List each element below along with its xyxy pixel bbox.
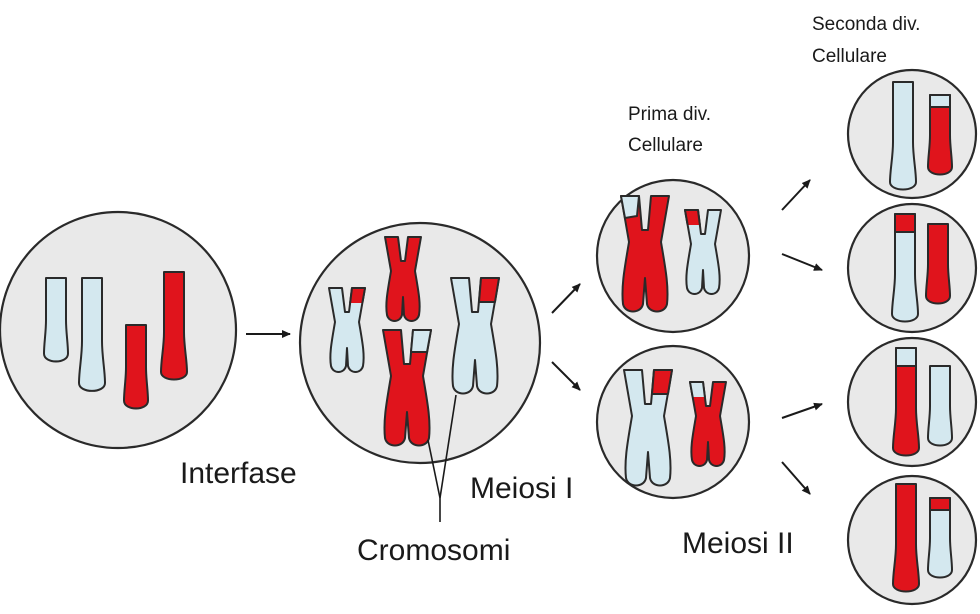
gamete-1-chromatid-red	[927, 94, 953, 176]
arrow-to-gamete-1	[781, 179, 811, 211]
meiosis-1-cell	[298, 221, 542, 522]
arrow-to-gamete-4	[781, 461, 811, 495]
gamete-cell-3	[846, 336, 978, 468]
chromosome-red-tall	[160, 271, 188, 381]
label-prima-div-1: Prima div.	[628, 104, 711, 125]
label-meiosi-1: Meiosi I	[470, 472, 573, 505]
arrow-to-daughter-top	[551, 283, 581, 314]
label-seconda-div-1: Seconda div.	[812, 14, 920, 35]
arrow-to-gamete-3	[781, 402, 823, 419]
chromosome-blue-1	[42, 276, 70, 363]
label-cromosomi: Cromosomi	[357, 534, 510, 567]
label-prima-div-2: Cellulare	[628, 135, 703, 156]
gamete-3-chromatid-blue	[927, 365, 953, 447]
chromosome-red-big	[382, 329, 432, 447]
gamete-4-chromatid-red	[892, 483, 920, 593]
gamete-cell-1	[846, 68, 978, 200]
gamete-2-chromatid-red	[925, 223, 951, 305]
gamete-cell-4	[846, 474, 978, 606]
gamete-2-chromatid-blue	[891, 213, 919, 323]
interphase-cell	[0, 210, 238, 450]
daughter-cell-top	[595, 178, 751, 334]
gamete-cell-2	[846, 202, 978, 334]
gamete-3-chromatid-red	[892, 347, 920, 457]
arrow-to-daughter-bottom	[551, 361, 581, 391]
chromosome-blue-2	[77, 276, 107, 392]
chromosome-red-short	[122, 323, 150, 410]
chromosome-blue-big-bottom	[623, 369, 673, 487]
gamete-4-chromatid-blue	[927, 497, 953, 579]
chromosome-blue-big	[450, 277, 500, 395]
daughter-cell-bottom	[595, 344, 751, 500]
label-meiosi-2: Meiosi II	[682, 527, 794, 560]
arrow-to-gamete-2	[781, 253, 823, 271]
label-seconda-div-2: Cellulare	[812, 46, 887, 67]
label-interfase: Interfase	[180, 457, 297, 490]
chromosome-red-big-top	[620, 195, 670, 313]
gamete-1-chromatid-blue	[889, 81, 917, 191]
